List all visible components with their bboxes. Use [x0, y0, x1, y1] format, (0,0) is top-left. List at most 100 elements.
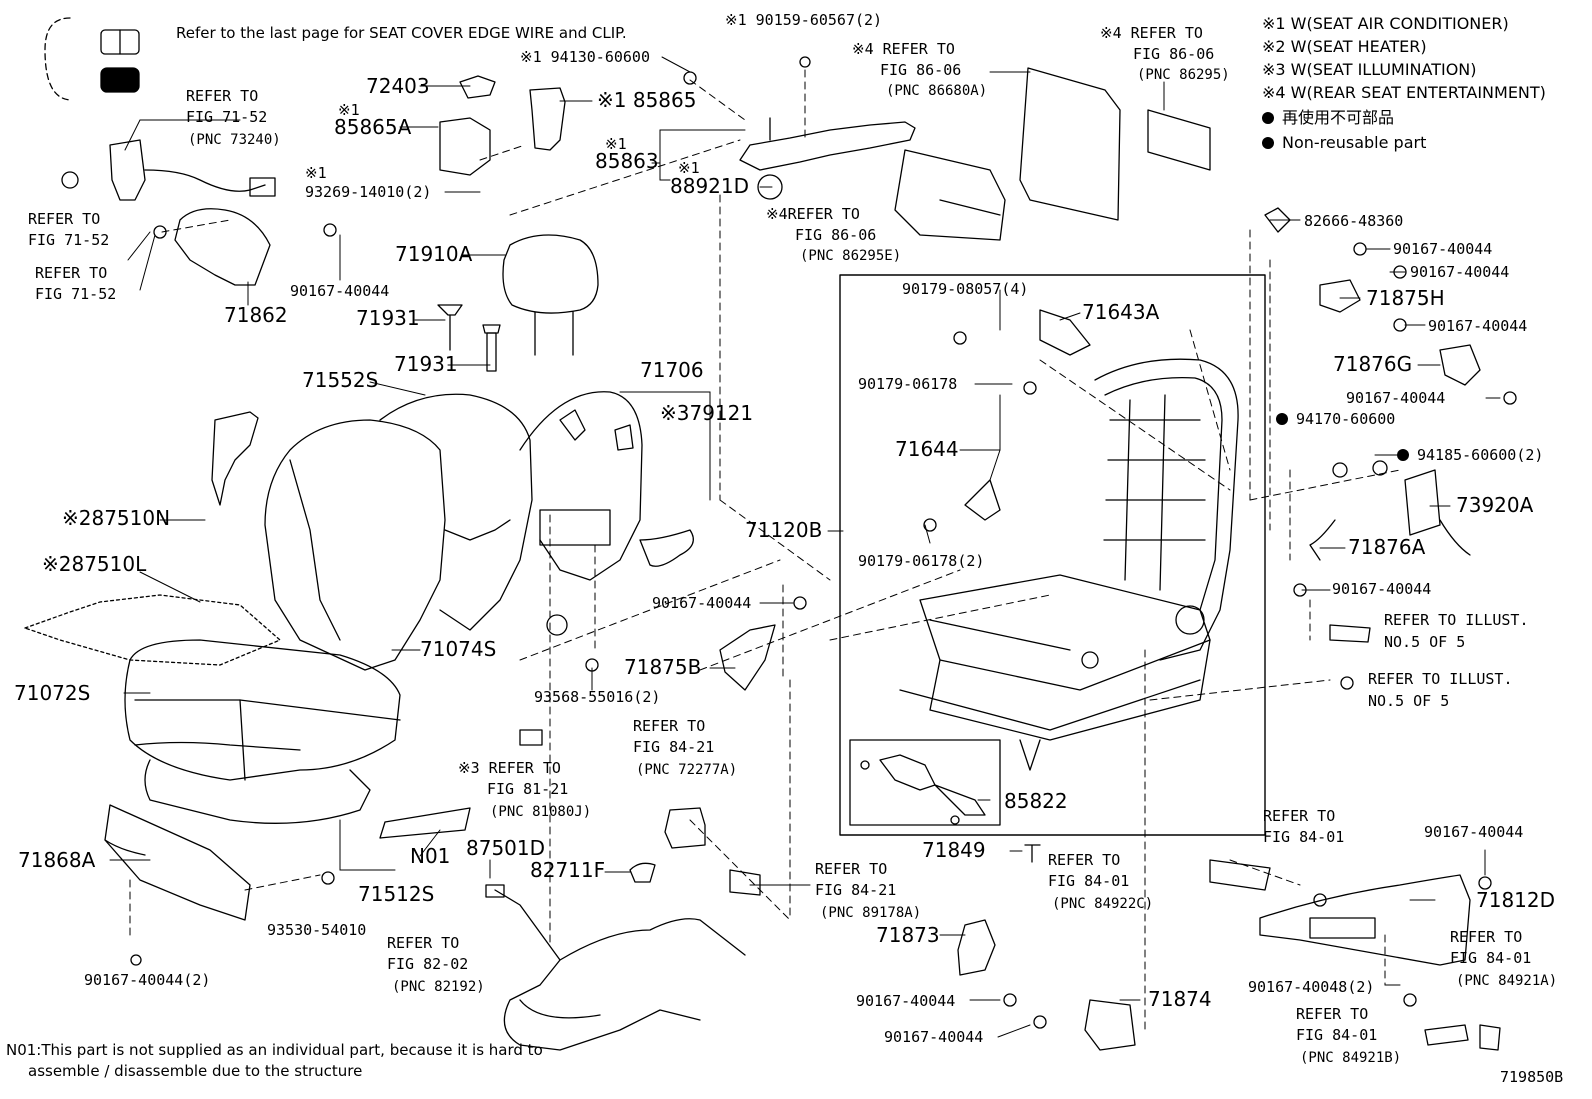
part-71931-b[interactable]: 71931: [394, 352, 458, 376]
ref-fig-84-01-a-line2[interactable]: FIG 84-01: [1048, 872, 1130, 890]
ref-fig-84-21-a-line2[interactable]: FIG 84-21: [633, 738, 715, 756]
part-71072s[interactable]: 71072S: [14, 681, 91, 705]
seatbelt-buckle-drawing: [61, 139, 337, 286]
part-72403[interactable]: 72403: [366, 74, 430, 98]
part-90167-40044-e[interactable]: 90167-40044: [884, 1028, 984, 1046]
part-90167-40044-j[interactable]: 90167-40044: [1332, 580, 1432, 598]
ref-fig-71-52-c-line2[interactable]: FIG 71-52: [35, 285, 117, 303]
part-71812d[interactable]: 71812D: [1476, 888, 1556, 912]
part-90179-08057[interactable]: 90179-08057(4): [902, 280, 1029, 298]
ref-fig-81-21-line1[interactable]: ※3 REFER TO: [458, 759, 561, 777]
ref-fig-71-52-c-line1[interactable]: REFER TO: [35, 264, 108, 282]
seat-cushion-drawing: [24, 594, 471, 921]
ref-illust-a-line1[interactable]: REFER TO ILLUST.: [1384, 611, 1529, 629]
part-90167-40044-h[interactable]: 90167-40044: [1428, 317, 1528, 335]
ref-fig-82-02-line2[interactable]: FIG 82-02: [387, 955, 469, 973]
ref-illust-b-line1[interactable]: REFER TO ILLUST.: [1368, 670, 1513, 688]
part-90167-40044-k[interactable]: 90167-40044: [1424, 823, 1524, 841]
part-71074s[interactable]: 71074S: [420, 637, 497, 661]
part-71910a[interactable]: 71910A: [395, 242, 473, 266]
part-90167-40044-g[interactable]: 90167-40044: [1410, 263, 1510, 281]
part-71849[interactable]: 71849: [922, 838, 986, 862]
part-71875h[interactable]: 71875H: [1366, 286, 1445, 310]
part-85822[interactable]: 85822: [1004, 789, 1068, 813]
part-79121[interactable]: ※379121: [660, 401, 754, 425]
ref-fig-84-01-c-line1[interactable]: REFER TO: [1450, 928, 1523, 946]
ref-fig-71-52-a-line2[interactable]: FIG 71-52: [186, 108, 268, 126]
ref-illust-a-line2[interactable]: NO.5 OF 5: [1384, 633, 1466, 651]
ref-fig-86-06-b-line3: (PNC 86295): [1137, 67, 1230, 83]
part-88921d[interactable]: 88921D: [670, 174, 750, 198]
ref-fig-84-01-d-line1[interactable]: REFER TO: [1296, 1005, 1369, 1023]
part-90159[interactable]: ※1 90159-60567(2): [725, 11, 883, 29]
part-71512s[interactable]: 71512S: [358, 882, 435, 906]
part-94130[interactable]: ※1 94130-60600: [520, 48, 650, 66]
nonreusable-dot-icon: [1276, 413, 1288, 425]
part-90167-40048[interactable]: 90167-40048(2): [1248, 978, 1375, 996]
part-71706[interactable]: 71706: [640, 358, 704, 382]
headrest-drawing: [437, 234, 599, 372]
part-n01[interactable]: N01: [410, 844, 451, 868]
part-71862[interactable]: 71862: [224, 303, 288, 327]
part-87501d[interactable]: 87501D: [466, 836, 546, 860]
part-71931-a[interactable]: 71931: [356, 306, 420, 330]
part-87510n[interactable]: ※287510N: [62, 506, 171, 530]
ref-fig-84-01-b-line2[interactable]: FIG 84-01: [1263, 828, 1345, 846]
ref-fig-71-52-a-line1[interactable]: REFER TO: [186, 87, 259, 105]
part-90167-40044-f[interactable]: 90167-40044: [1393, 240, 1493, 258]
part-90179-06178[interactable]: 90179-06178: [858, 375, 958, 393]
part-94170[interactable]: 94170-60600: [1276, 410, 1395, 428]
part-71552s[interactable]: 71552S: [302, 368, 379, 392]
cover-symbol-legend: [44, 17, 140, 101]
part-85863[interactable]: 85863: [595, 149, 659, 173]
part-82711f[interactable]: 82711F: [530, 858, 606, 882]
legend-w4: ※4 W(REAR SEAT ENTERTAINMENT): [1262, 83, 1546, 102]
part-85865a[interactable]: 85865A: [334, 115, 412, 139]
ref-fig-86-06-a-line1[interactable]: ※4 REFER TO: [852, 40, 955, 58]
ref-fig-84-21-b-line2[interactable]: FIG 84-21: [815, 881, 897, 899]
ref-fig-82-02-line3: (PNC 82192): [392, 979, 485, 995]
ref-fig-82-02-line1[interactable]: REFER TO: [387, 934, 460, 952]
part-71876a[interactable]: 71876A: [1348, 535, 1426, 559]
part-71876g[interactable]: 71876G: [1333, 352, 1413, 376]
part-87510l[interactable]: ※287510L: [42, 552, 147, 576]
part-94185[interactable]: 94185-60600(2): [1397, 446, 1543, 464]
part-90167-40044-d[interactable]: 90167-40044: [856, 992, 956, 1010]
ref-fig-86-06-c-line2[interactable]: FIG 86-06: [795, 226, 877, 244]
ref-fig-84-01-b-line1[interactable]: REFER TO: [1263, 807, 1336, 825]
part-93530[interactable]: 93530-54010: [267, 921, 367, 939]
ref-fig-84-21-b-line1[interactable]: REFER TO: [815, 860, 888, 878]
part-90167-40044-a[interactable]: 90167-40044: [290, 282, 390, 300]
part-90167-40044-c[interactable]: 90167-40044(2): [84, 971, 211, 989]
ref-fig-86-06-a-line2[interactable]: FIG 86-06: [880, 61, 962, 79]
part-71643a[interactable]: 71643A: [1082, 300, 1160, 324]
ref-fig-71-52-b-line1[interactable]: REFER TO: [28, 210, 101, 228]
ref-illust-b-line2[interactable]: NO.5 OF 5: [1368, 692, 1450, 710]
part-71873[interactable]: 71873: [876, 923, 940, 947]
part-90179-06178-2[interactable]: 90179-06178(2): [858, 552, 985, 570]
ref-fig-81-21-line2[interactable]: FIG 81-21: [487, 780, 569, 798]
part-94170-text: 94170-60600: [1296, 410, 1396, 428]
part-71644[interactable]: 71644: [895, 437, 959, 461]
part-71874[interactable]: 71874: [1148, 987, 1212, 1011]
header-note: Refer to the last page for SEAT COVER ED…: [176, 24, 627, 42]
part-82666[interactable]: 82666-48360: [1304, 212, 1404, 230]
part-71120b[interactable]: 71120B: [745, 518, 823, 542]
part-90167-40044-i[interactable]: 90167-40044: [1346, 389, 1446, 407]
ref-fig-86-06-b-line1[interactable]: ※4 REFER TO: [1100, 24, 1203, 42]
part-73920a[interactable]: 73920A: [1456, 493, 1534, 517]
part-93269[interactable]: 93269-14010(2): [305, 183, 432, 201]
part-71868a[interactable]: 71868A: [18, 848, 96, 872]
part-85865[interactable]: ※1 85865: [597, 88, 697, 112]
ref-fig-86-06-b-line2[interactable]: FIG 86-06: [1133, 45, 1215, 63]
ref-fig-84-01-d-line2[interactable]: FIG 84-01: [1296, 1026, 1378, 1044]
ref-fig-71-52-b-line2[interactable]: FIG 71-52: [28, 231, 110, 249]
ref-fig-84-01-a-line1[interactable]: REFER TO: [1048, 851, 1121, 869]
ref-fig-84-01-c-line2[interactable]: FIG 84-01: [1450, 949, 1532, 967]
part-93568[interactable]: 93568-55016(2): [534, 688, 661, 706]
part-71875b[interactable]: 71875B: [624, 655, 702, 679]
ref-fig-84-21-a-line1[interactable]: REFER TO: [633, 717, 706, 735]
part-90167-40044-b[interactable]: 90167-40044: [652, 594, 752, 612]
ref-fig-86-06-c-line1[interactable]: ※4REFER TO: [766, 205, 860, 223]
